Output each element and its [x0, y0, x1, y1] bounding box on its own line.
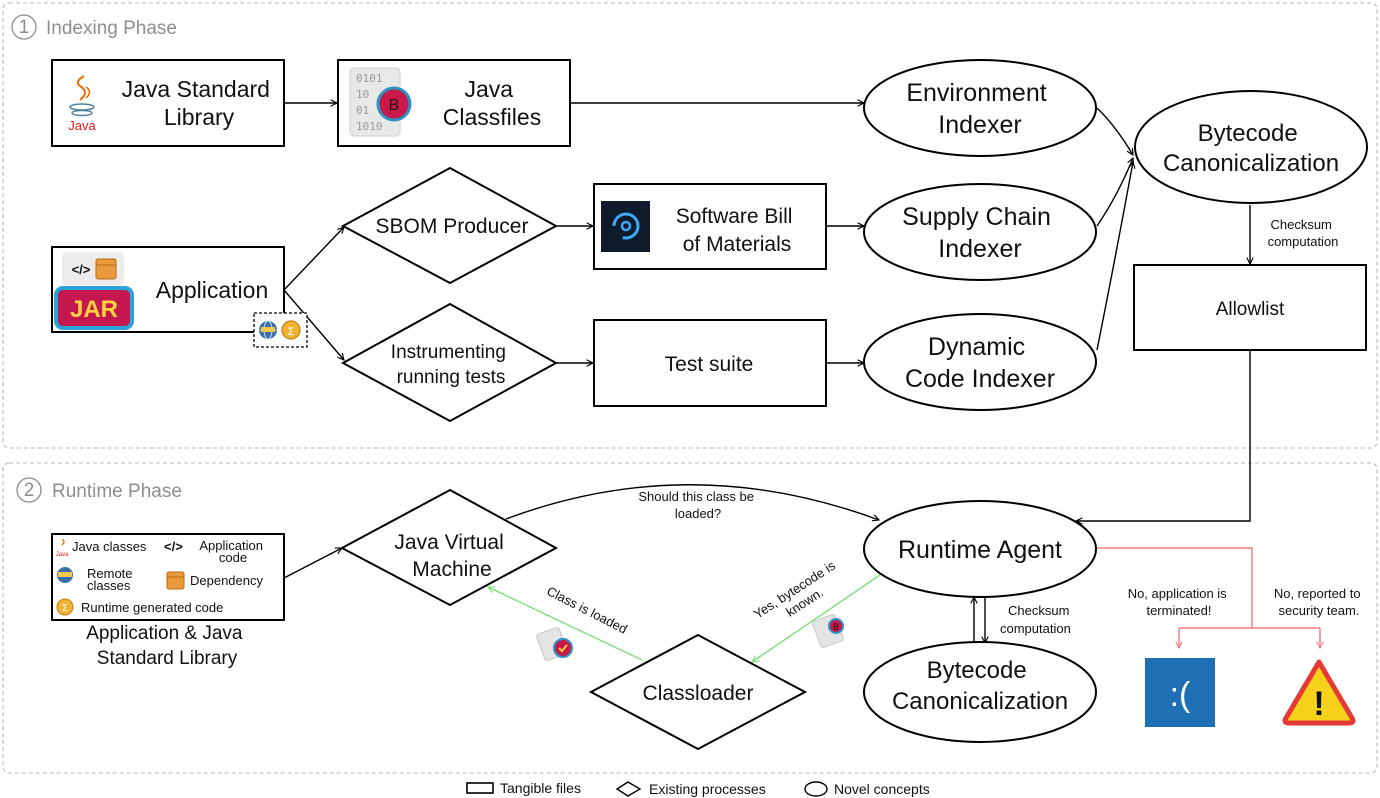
svg-text:Java Standard Library: Java Standard Library	[122, 76, 277, 130]
legend-ellipse-icon	[804, 781, 828, 797]
legend-existing: Existing processes	[649, 781, 766, 797]
svg-text:SBOM Producer: SBOM Producer	[376, 215, 529, 238]
indexing-phase-label: Indexing Phase	[46, 18, 177, 39]
legend-diamond-icon	[615, 781, 642, 797]
svg-text:!: !	[1313, 685, 1324, 723]
node-environment-indexer: Environment Indexer	[863, 59, 1097, 157]
checksum-label-bottom: Checksum computation	[1000, 603, 1073, 636]
blue-screen-icon: :(	[1145, 658, 1215, 727]
jar-icon: JAR	[54, 286, 134, 330]
remote-classes-globe-icon	[57, 567, 73, 583]
svg-text:Software Bill of Materia: Software Bill of Materials	[676, 205, 799, 256]
node-java-virtual-machine: Java Virtual Machine	[339, 488, 559, 607]
indexing-edges	[283, 103, 1250, 521]
code-box-icon: </>	[62, 252, 124, 285]
svg-text:Σ: Σ	[288, 326, 295, 338]
warning-icon: !	[1282, 659, 1356, 726]
classfile-binary-icon: 0101 10 01 1010 B	[349, 67, 412, 137]
java-classfiles-line1: Java	[465, 76, 514, 102]
java-std-lib-line1: Java Standard	[122, 76, 270, 102]
svg-text:</>: </>	[72, 262, 91, 277]
indexing-phase-number: 1	[19, 17, 30, 38]
legend-novel: Novel concepts	[834, 781, 930, 797]
node-bytecode-canonicalization-bottom: Bytecode Canonicalization	[863, 641, 1097, 743]
terminated-label: No, application is terminated!	[1128, 586, 1231, 618]
java-std-lib-line2: Library	[164, 104, 235, 130]
node-allowlist: Allowlist	[1133, 264, 1367, 351]
svg-text:Runtime Agent: Runtime Agent	[898, 536, 1062, 564]
svg-text:Dependency: Dependency	[190, 573, 263, 588]
node-classloader: Classloader	[588, 633, 808, 751]
svg-text:Application: Application	[156, 277, 269, 303]
svg-text:Java classes: Java classes	[72, 539, 147, 554]
globe-icon	[259, 320, 277, 340]
legend: Tangible files Existing processes Novel …	[466, 780, 930, 797]
svg-text:Java: Java	[56, 552, 69, 558]
code-tag-icon: </>	[164, 539, 183, 554]
java-logo-icon: Java	[68, 75, 96, 133]
node-java-standard-library: Java Java Standard Library	[51, 59, 285, 147]
svg-text:Runtime generated code: Runtime generated code	[81, 600, 223, 615]
svg-text:Supply Chain Indexer: Supply Chain Indexer	[902, 203, 1058, 263]
application-java-library-caption: Application & Java Standard Library	[86, 623, 248, 669]
runtime-phase-number: 2	[24, 480, 35, 501]
svg-text::(: :(	[1170, 676, 1191, 714]
runtime-coin-icon: Σ	[281, 320, 301, 340]
svg-text:Java Virtual Machine: Java Virtual Machine	[394, 531, 509, 581]
node-supply-chain-indexer: Supply Chain Indexer	[863, 183, 1097, 281]
node-dynamic-code-indexer: Dynamic Code Indexer	[863, 313, 1097, 411]
svg-text:Bytecode Canonicalizatio: Bytecode Canonicalization	[892, 657, 1068, 715]
node-test-suite: Test suite	[593, 319, 827, 407]
bytecode-file-icon: B	[812, 614, 844, 648]
indexing-phase-header: 1 Indexing Phase	[11, 14, 177, 40]
svg-text:JAR: JAR	[70, 296, 118, 323]
legend-rect-icon	[466, 782, 494, 794]
svg-text:Remote classes: Remote classes	[87, 566, 136, 593]
node-application-and-java-library: Java Java classes </> Application code R…	[51, 533, 285, 621]
svg-text:Allowlist: Allowlist	[1216, 299, 1285, 320]
runtime-generated-coin-icon: Σ	[56, 598, 74, 616]
node-instrumenting-running-tests: Instrumenting running tests	[340, 302, 559, 423]
runtime-edges	[283, 484, 1320, 662]
runtime-sources-badge: Σ	[253, 312, 308, 348]
runtime-phase-label: Runtime Phase	[52, 481, 182, 502]
dependency-box-icon	[166, 571, 185, 590]
verified-file-icon	[536, 627, 573, 661]
svg-text:Application code: Application code	[199, 538, 266, 565]
svg-text:Instrumenting running te: Instrumenting running tests	[391, 342, 511, 388]
checksum-label-top: Checksum computation	[1268, 217, 1339, 249]
svg-text:Σ: Σ	[62, 603, 68, 614]
node-application: </> JAR Application	[51, 246, 285, 333]
indexing-phase-frame	[2, 2, 1378, 449]
sbom-tool-icon	[601, 201, 650, 252]
svg-text:B: B	[833, 622, 839, 632]
node-bytecode-canonicalization-top: Bytecode Canonicalization	[1134, 90, 1368, 204]
svg-text:Bytecode Canonicalizatio: Bytecode Canonicalization	[1163, 120, 1339, 177]
java-classfiles-line2: Classfiles	[443, 104, 541, 130]
reported-label: No, reported to security team.	[1274, 586, 1364, 618]
legend-tangible: Tangible files	[500, 780, 581, 796]
node-runtime-agent: Runtime Agent	[863, 500, 1097, 598]
svg-text:Test suite: Test suite	[665, 353, 754, 376]
java-classes-icon: Java	[56, 538, 69, 558]
svg-text:Java: Java	[68, 118, 96, 133]
should-load-label: Should this class be loaded?	[638, 489, 757, 521]
svg-text:Classloader: Classloader	[643, 682, 754, 705]
svg-text:B: B	[389, 97, 400, 114]
node-software-bill-of-materials: Software Bill of Materials	[593, 183, 827, 270]
node-sbom-producer: SBOM Producer	[340, 166, 559, 285]
runtime-phase-header: 2 Runtime Phase	[16, 477, 182, 503]
svg-text:0101 10 01: 0101 10 01 1010	[356, 72, 389, 133]
runtime-phase-frame	[2, 462, 1378, 774]
svg-text:Environment Indexer: Environment Indexer	[906, 79, 1053, 139]
node-java-classfiles: 0101 10 01 1010 B Java Classfiles	[337, 59, 571, 147]
svg-text:Java Classfiles: Java Classfiles	[443, 76, 541, 130]
svg-text:Dynamic Code Indexer: Dynamic Code Indexer	[905, 333, 1055, 393]
